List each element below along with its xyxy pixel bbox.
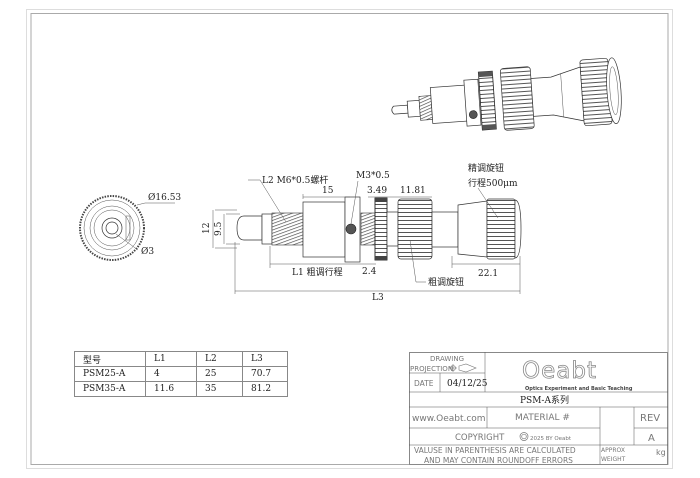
label-m3-screw: M3*0.5 — [356, 171, 390, 181]
dim-2-4: 2.4 — [362, 267, 377, 277]
cell-model: PSM35-A — [74, 381, 146, 397]
copyright-year: 2025 BY Oeabt — [530, 436, 572, 442]
label-fine-travel: 行程500μm — [468, 177, 518, 189]
dim-diameter-16-53: Ø16.53 — [148, 192, 181, 203]
end-view: Ø16.53 Ø3 — [79, 192, 181, 261]
table-row: PSM35-A 11.6 35 81.2 — [74, 381, 288, 397]
dim-l1: L1 粗调行程 — [292, 266, 343, 278]
label-coarse-knob: 粗调旋钮 — [428, 276, 464, 288]
cell-l3: 81.2 — [242, 381, 288, 397]
projection-symbol-icon — [449, 363, 477, 373]
dim-diameter-3: Ø3 — [141, 246, 154, 257]
outer-frame — [26, 9, 673, 469]
label-l2-thread: L2 M6*0.5螺杆 — [262, 174, 328, 186]
copyright-label: COPYRIGHT — [455, 433, 505, 443]
dim-3-49: 3.49 — [367, 186, 387, 196]
website: www.Oeabt.com — [412, 414, 486, 424]
cell-l2: 35 — [196, 381, 243, 397]
cell-l2: 25 — [196, 366, 243, 382]
header-l3: L3 — [242, 351, 288, 367]
spec-table: 型号 L1 L2 L3 PSM25-A 4 25 70.7 PSM35-A 11… — [74, 351, 288, 397]
table-row: PSM25-A 4 25 70.7 — [74, 366, 288, 382]
dim-l3: L3 — [372, 293, 384, 303]
cell-l3: 70.7 — [242, 366, 288, 382]
material-label: MATERIAL # — [515, 413, 570, 423]
approx-label: APPROX — [601, 447, 625, 454]
header-l1: L1 — [145, 351, 197, 367]
rev-value: A — [648, 433, 655, 444]
dim-9-5: 9.5 — [214, 221, 224, 236]
logo-wordmark: Oeabt — [522, 358, 597, 384]
date-value: 04/12/25 — [447, 379, 488, 389]
rev-label: REV — [640, 413, 660, 424]
side-view: 12 9.5 15 3.49 11.81 M3*0.5 L2 M6*0.5螺杆 … — [202, 162, 522, 303]
dim-15: 15 — [322, 186, 334, 196]
dim-12: 12 — [202, 223, 212, 234]
copyright-icon — [519, 432, 529, 441]
dim-22-1: 22.1 — [478, 269, 498, 279]
projection-label: PROJECTION — [410, 365, 453, 373]
kg-unit: kg — [656, 448, 666, 457]
cell-model: PSM25-A — [74, 366, 146, 382]
inner-frame — [30, 13, 669, 465]
drawing-title: PSM-A系列 — [520, 394, 569, 406]
drawing-label: DRAWING — [430, 355, 464, 363]
cell-l1: 4 — [145, 366, 197, 382]
logo-tagline: Optics Experiment and Basic Teaching — [525, 386, 633, 392]
header-l2: L2 — [196, 351, 243, 367]
date-label: DATE — [414, 379, 434, 388]
header-model: 型号 — [74, 351, 146, 367]
label-fine-knob: 精调旋钮 — [468, 162, 504, 174]
note-line-1: VALUSE IN PARENTHESIS ARE CALCULATED — [414, 446, 576, 455]
table-header-row: 型号 L1 L2 L3 — [74, 351, 288, 367]
weight-label: WEIGHT — [601, 456, 626, 463]
isometric-view — [391, 57, 622, 131]
note-line-2: AND MAY CONTAIN ROUNDOFF ERRORS — [424, 456, 573, 465]
oeabt-logo: Oeabt Optics Experiment and Basic Teachi… — [522, 358, 633, 392]
title-block: DRAWING PROJECTION DATE 04/12/25 Oeabt O… — [409, 352, 668, 465]
dim-11-81: 11.81 — [400, 186, 426, 196]
cell-l1: 11.6 — [145, 381, 197, 397]
